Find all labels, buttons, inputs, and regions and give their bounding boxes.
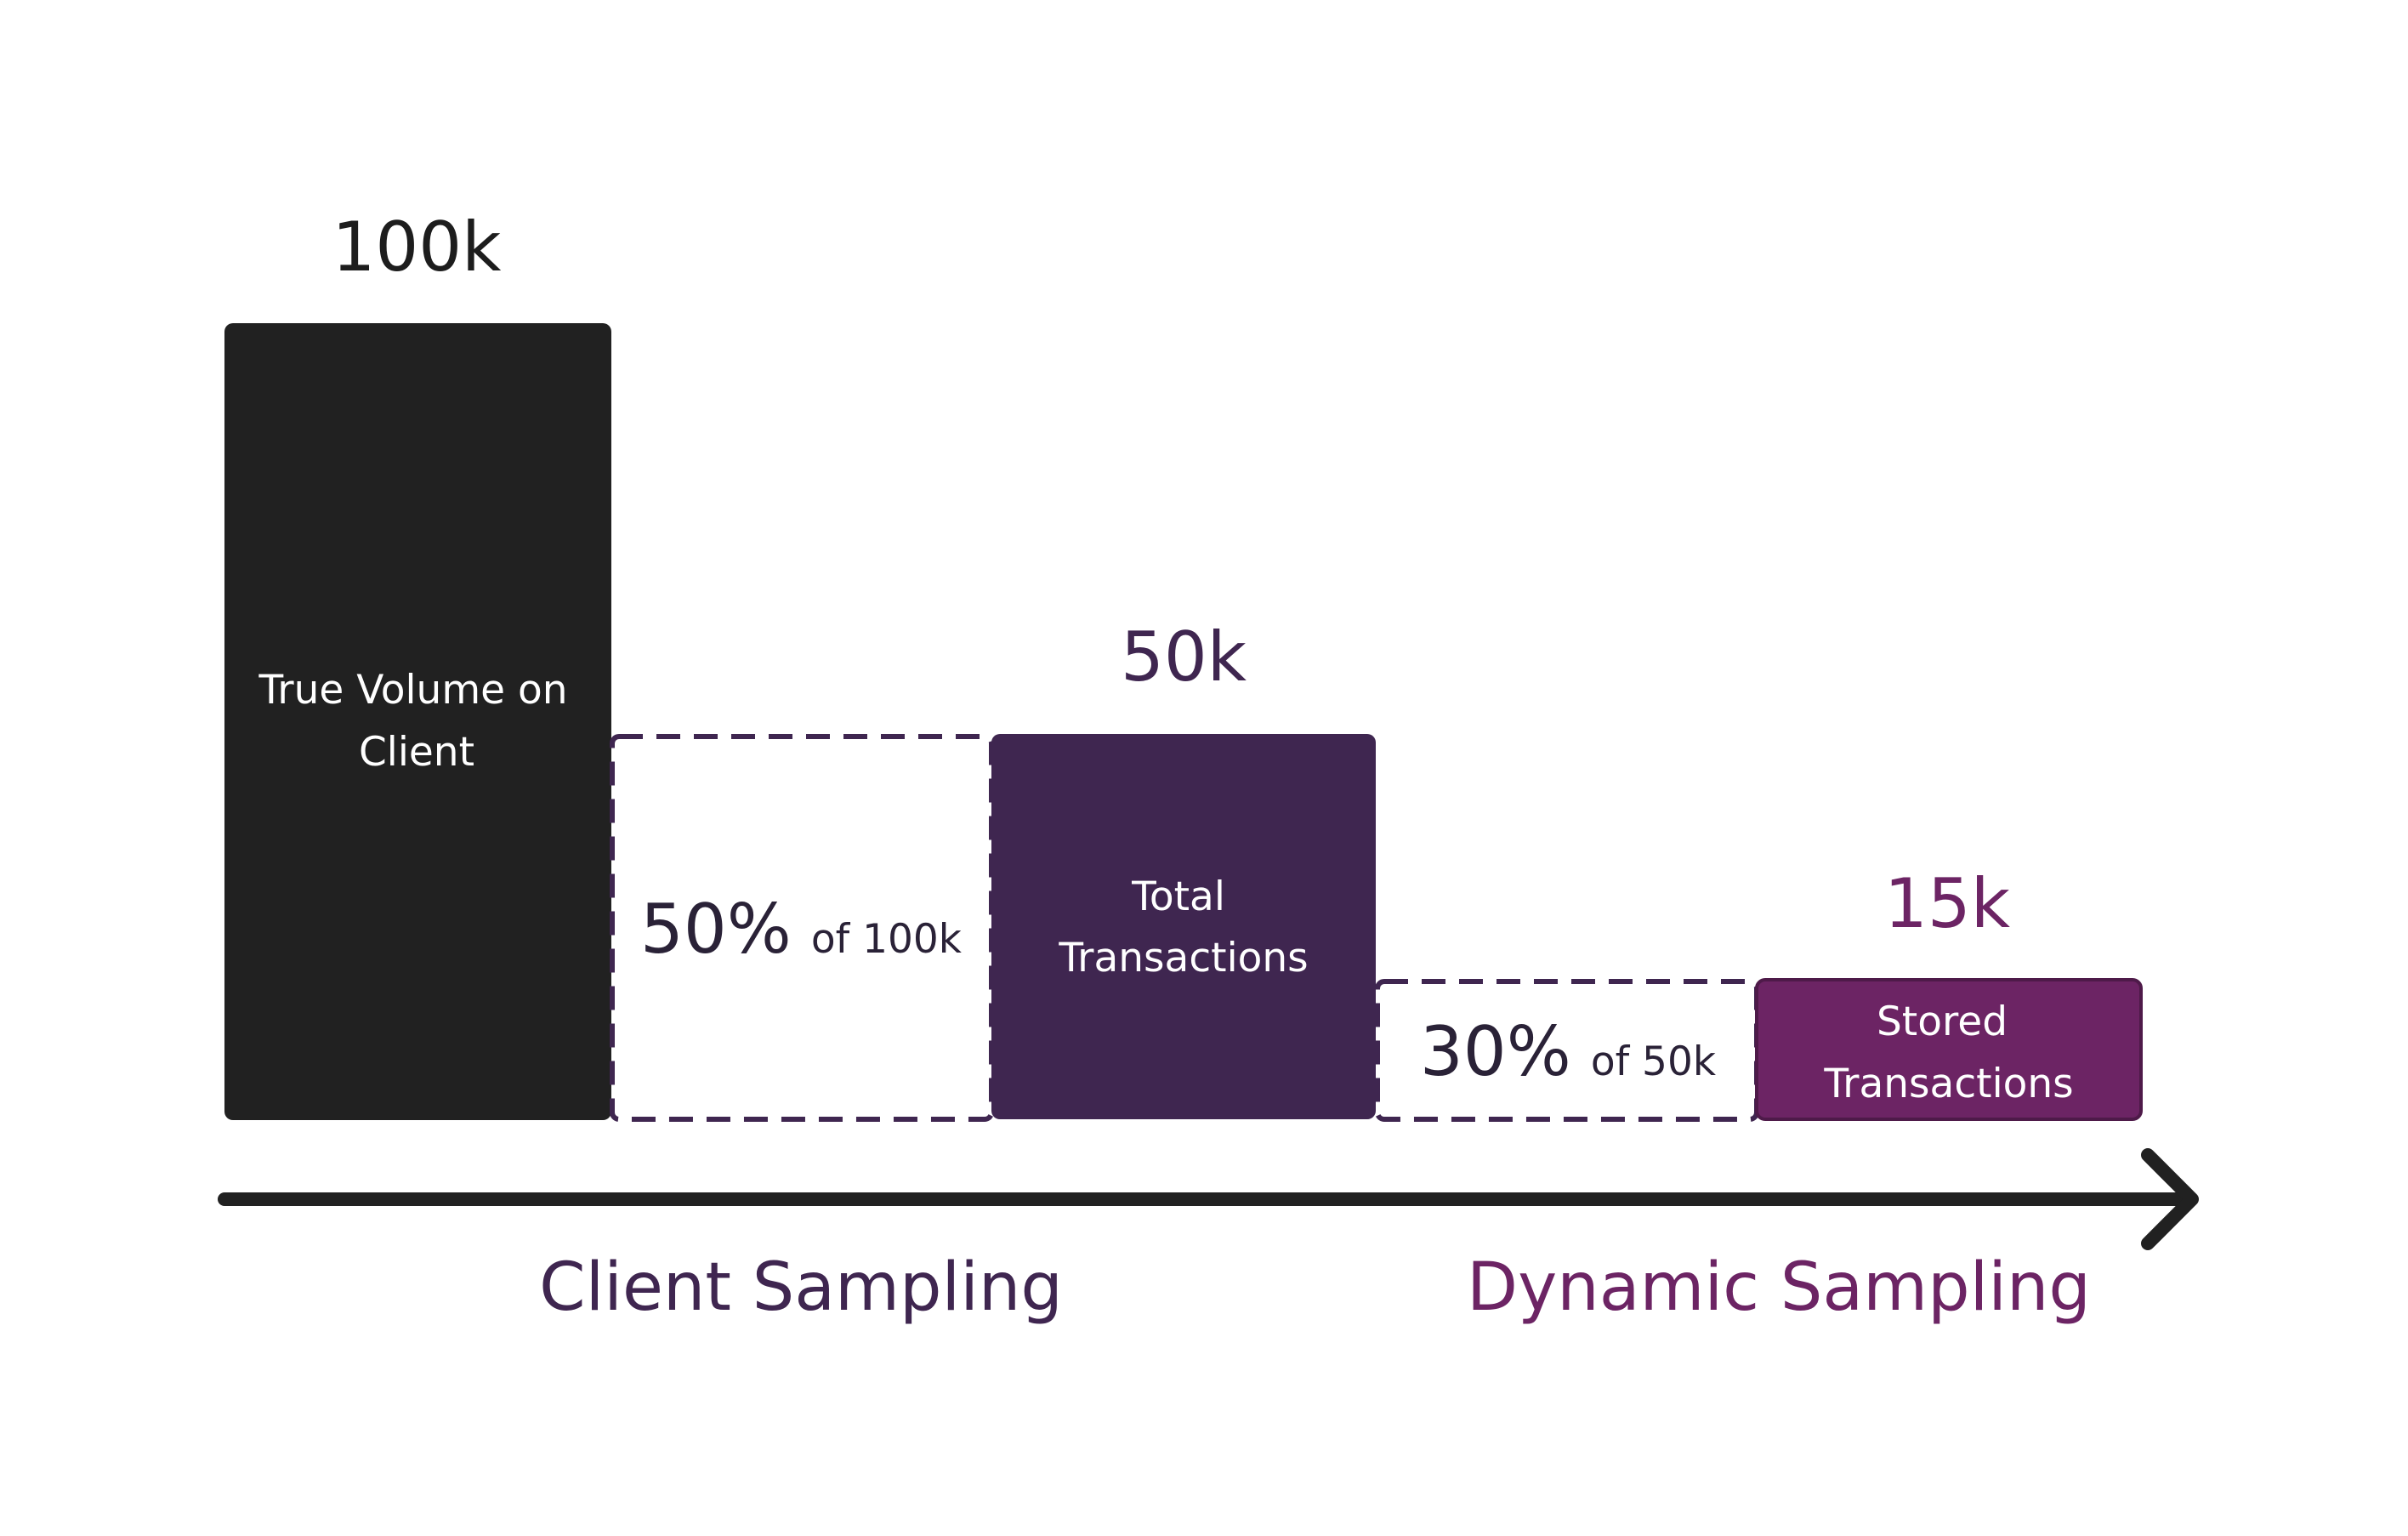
- client-volume-label-line2: Client: [359, 729, 474, 776]
- client-sampling-dropped-box: [610, 734, 994, 1122]
- client-sampling-rate: 50% of 100k: [640, 890, 963, 969]
- stored-transactions-label-line1: Stored: [1877, 998, 2008, 1045]
- stored-transactions-bar: [1755, 978, 2143, 1121]
- right-arrow-icon: [218, 1148, 2199, 1250]
- client-sampling-percent: 50%: [640, 890, 792, 969]
- client-volume-label-line1: True Volume on: [258, 667, 567, 714]
- total-transactions-label-line2: Transactions: [1058, 935, 1308, 981]
- dynamic-sampling-rate: 30% of 50k: [1420, 1012, 1717, 1091]
- client-sampling-stage-label: Client Sampling: [539, 1249, 1063, 1326]
- client-volume-value: 100k: [332, 208, 502, 287]
- stored-transactions-label-line2: Transactions: [1823, 1061, 2073, 1107]
- dynamic-sampling-percent: 30%: [1420, 1012, 1571, 1091]
- dynamic-sampling-dropped-box: [1375, 979, 1759, 1122]
- total-transactions-value: 50k: [1121, 617, 1247, 697]
- client-volume-bar: [224, 323, 611, 1120]
- dynamic-sampling-of: of 50k: [1591, 1038, 1717, 1085]
- total-transactions-label-line1: Total: [1131, 873, 1225, 920]
- client-sampling-of: of 100k: [811, 916, 963, 963]
- stored-transactions-value: 15k: [1884, 864, 2011, 943]
- dynamic-sampling-stage-label: Dynamic Sampling: [1467, 1249, 2091, 1326]
- total-transactions-bar: [991, 734, 1376, 1119]
